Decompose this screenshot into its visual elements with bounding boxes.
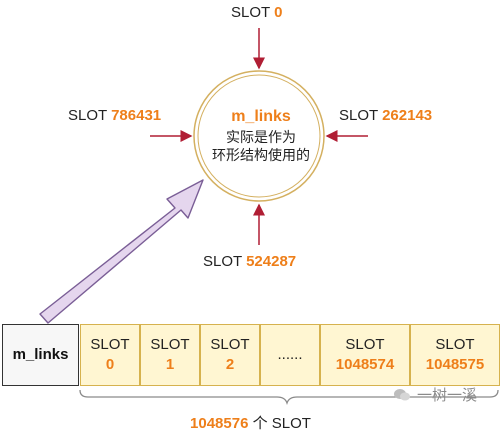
ring-title: m_links	[231, 108, 291, 125]
ring-desc-line2: 环形结构使用的	[212, 147, 310, 163]
wechat-icon	[394, 388, 410, 400]
cell-label: ......	[277, 346, 303, 363]
pointer-arrow	[39, 179, 204, 324]
slot-right-number: 262143	[382, 107, 433, 124]
cell-number: 1	[165, 356, 175, 373]
total-caption: 1048576 个 SLOT	[0, 412, 501, 433]
array-cell-0: SLOT 0	[80, 324, 140, 386]
cell-number: 2	[225, 356, 235, 373]
cell-number: 1048575	[425, 356, 485, 373]
watermark: 一树一溪	[393, 384, 477, 405]
slot-top: SLOT 0	[231, 4, 282, 21]
ring-outer	[193, 70, 325, 202]
total-suffix: 个 SLOT	[248, 415, 311, 432]
slot-right: SLOT 262143	[339, 107, 432, 124]
slot-bottom: SLOT 524287	[203, 253, 296, 270]
array-cell-1048574: SLOT 1048574	[320, 324, 410, 386]
slot-bottom-number: 524287	[246, 253, 297, 270]
slot-right-label: SLOT	[339, 107, 378, 124]
watermark-text: 一树一溪	[417, 387, 478, 404]
cell-label: SLOT	[210, 336, 250, 353]
ring-desc: 实际是作为 环形结构使用的	[198, 128, 324, 164]
slot-top-number: 0	[274, 4, 283, 21]
brace	[79, 389, 499, 406]
slot-top-label: SLOT	[231, 4, 270, 21]
cell-label: SLOT	[150, 336, 190, 353]
ring-inner	[197, 74, 321, 198]
ring-desc-line1: 实际是作为	[226, 129, 296, 145]
cell-label: SLOT	[90, 336, 130, 353]
array-cell-ellipsis: ......	[260, 324, 320, 386]
total-number: 1048576	[190, 415, 249, 432]
cell-label: SLOT	[345, 336, 385, 353]
slot-left-number: 786431	[111, 107, 162, 124]
slot-left-label: SLOT	[68, 107, 107, 124]
cell-label: SLOT	[435, 336, 475, 353]
array-cell-1048575: SLOT 1048575	[410, 324, 500, 386]
cell-number: 0	[105, 356, 115, 373]
array-head: m_links	[2, 324, 79, 386]
cell-number: 1048574	[335, 356, 395, 373]
slot-left: SLOT 786431	[68, 107, 161, 124]
slot-bottom-label: SLOT	[203, 253, 242, 270]
array-cell-1: SLOT 1	[140, 324, 200, 386]
array-cell-2: SLOT 2	[200, 324, 260, 386]
